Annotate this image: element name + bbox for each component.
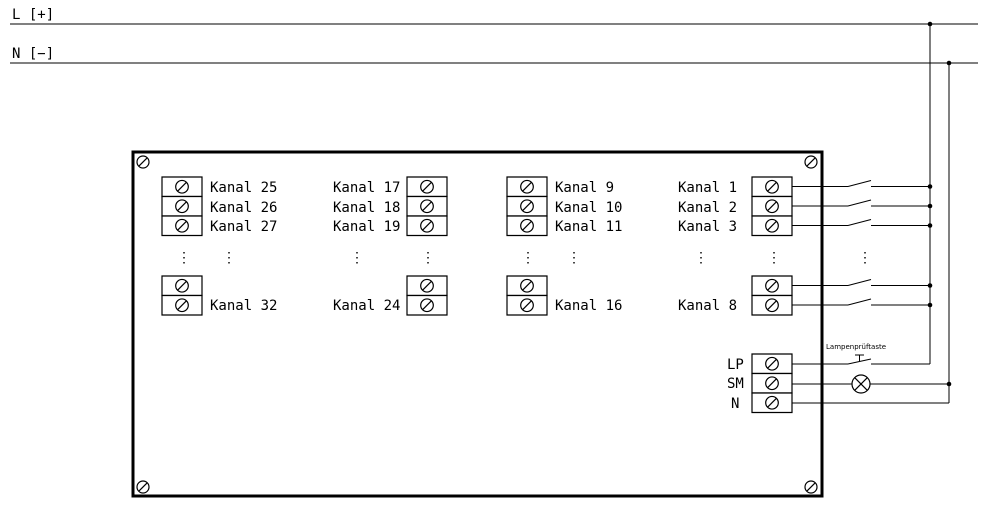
kanal-label: Kanal 3 [678,219,737,235]
terminal-screw-icon [421,279,434,292]
group-g3-labels: Kanal 17 Kanal 18 Kanal 19 Kanal 24 [333,180,400,314]
ellipsis-mark: ⋮ [521,250,535,266]
kanal-label: Kanal 9 [555,180,614,196]
mounting-screw-icon [805,481,817,493]
terminal-block-lower [162,276,202,315]
module-housing [133,152,822,496]
terminal-screw-icon [766,377,779,390]
kanal-label: Kanal 10 [555,200,622,216]
ellipsis-mark: ⋮ [567,250,581,266]
channel-switch [792,200,933,209]
terminal-screw-icon [521,279,534,292]
terminal-block-lower [507,276,547,315]
terminal-blocks [162,177,792,413]
terminal-lp-label: LP [727,357,744,373]
group-g2-labels: Kanal 9 Kanal 10 Kanal 11 Kanal 16 [555,180,622,314]
terminal-screw-icon [766,219,779,232]
terminal-block-lower [407,276,447,315]
terminal-block-upper [507,177,547,236]
mounting-screw-icon [137,481,149,493]
ellipsis-mark: ⋮ [421,250,435,266]
ellipsis-mark: ⋮ [177,250,191,266]
ellipses: ⋮ ⋮ ⋮ ⋮ ⋮ ⋮ ⋮ ⋮ ⋮ [177,250,872,266]
terminal-screw-icon [766,299,779,312]
terminal-screw-icon [766,396,779,409]
channel-switch [792,280,933,288]
channel-switch [792,181,933,189]
aux-terminal-labels: LP SM N [727,357,744,412]
supply-rails [10,24,978,63]
junction-dot [927,283,933,288]
mounting-screw-icon [805,156,817,168]
terminal-screw-icon [766,357,779,370]
junction-dot [927,223,933,228]
terminal-screw-icon [766,279,779,292]
terminal-screw-icon [521,200,534,213]
mounting-screw-icon [137,156,149,168]
lamp-test-button [792,355,930,364]
kanal-label: Kanal 26 [210,200,277,216]
kanal-label: Kanal 11 [555,219,622,235]
signal-lamp-icon [852,375,870,393]
ellipsis-mark: ⋮ [858,250,872,266]
rail-n-label: N [−] [12,46,54,62]
group-g4-labels: Kanal 25 Kanal 26 Kanal 27 Kanal 32 [210,180,277,314]
terminal-screw-icon [176,299,189,312]
terminal-block-upper [407,177,447,236]
terminal-screw-icon [521,219,534,232]
channel-switch [792,220,933,228]
kanal-label: Kanal 19 [333,219,400,235]
terminal-block-upper [162,177,202,236]
rail-l-label: L [+] [12,7,54,23]
kanal-label: Kanal 27 [210,219,277,235]
terminal-screw-icon [176,180,189,193]
junction-dot [927,184,933,189]
group-g1-labels: Kanal 1 Kanal 2 Kanal 3 Kanal 8 [678,180,737,314]
terminal-screw-icon [421,180,434,193]
terminal-screw-icon [421,200,434,213]
junction-dot [946,60,952,66]
kanal-label: Kanal 24 [333,298,400,314]
terminal-screw-icon [421,219,434,232]
terminal-block-aux [752,354,792,413]
terminal-screw-icon [766,180,779,193]
kanal-label: Kanal 17 [333,180,400,196]
terminal-n-label: N [731,396,739,412]
terminal-screw-icon [421,299,434,312]
junction-dot [927,203,933,209]
terminal-block-upper [752,177,792,236]
junction-dot [946,381,952,387]
terminal-screw-icon [176,279,189,292]
ellipsis-mark: ⋮ [222,250,236,266]
terminal-sm-label: SM [727,376,744,392]
kanal-label: Kanal 1 [678,180,737,196]
terminal-screw-icon [766,200,779,213]
ellipsis-mark: ⋮ [694,250,708,266]
channel-switch [792,299,933,308]
lamp-test-label: Lampenprüftaste [826,343,886,351]
ellipsis-mark: ⋮ [767,250,781,266]
terminal-screw-icon [176,200,189,213]
ellipsis-mark: ⋮ [350,250,364,266]
external-wiring [792,21,952,403]
terminal-screw-icon [521,180,534,193]
terminal-block-lower [752,276,792,315]
terminal-screw-icon [521,299,534,312]
junction-dot [927,302,933,308]
mounting-screws [137,156,817,493]
kanal-label: Kanal 32 [210,298,277,314]
kanal-label: Kanal 2 [678,200,737,216]
kanal-label: Kanal 18 [333,200,400,216]
kanal-label: Kanal 25 [210,180,277,196]
kanal-label: Kanal 8 [678,298,737,314]
terminal-screw-icon [176,219,189,232]
kanal-label: Kanal 16 [555,298,622,314]
junction-dot [927,21,933,27]
